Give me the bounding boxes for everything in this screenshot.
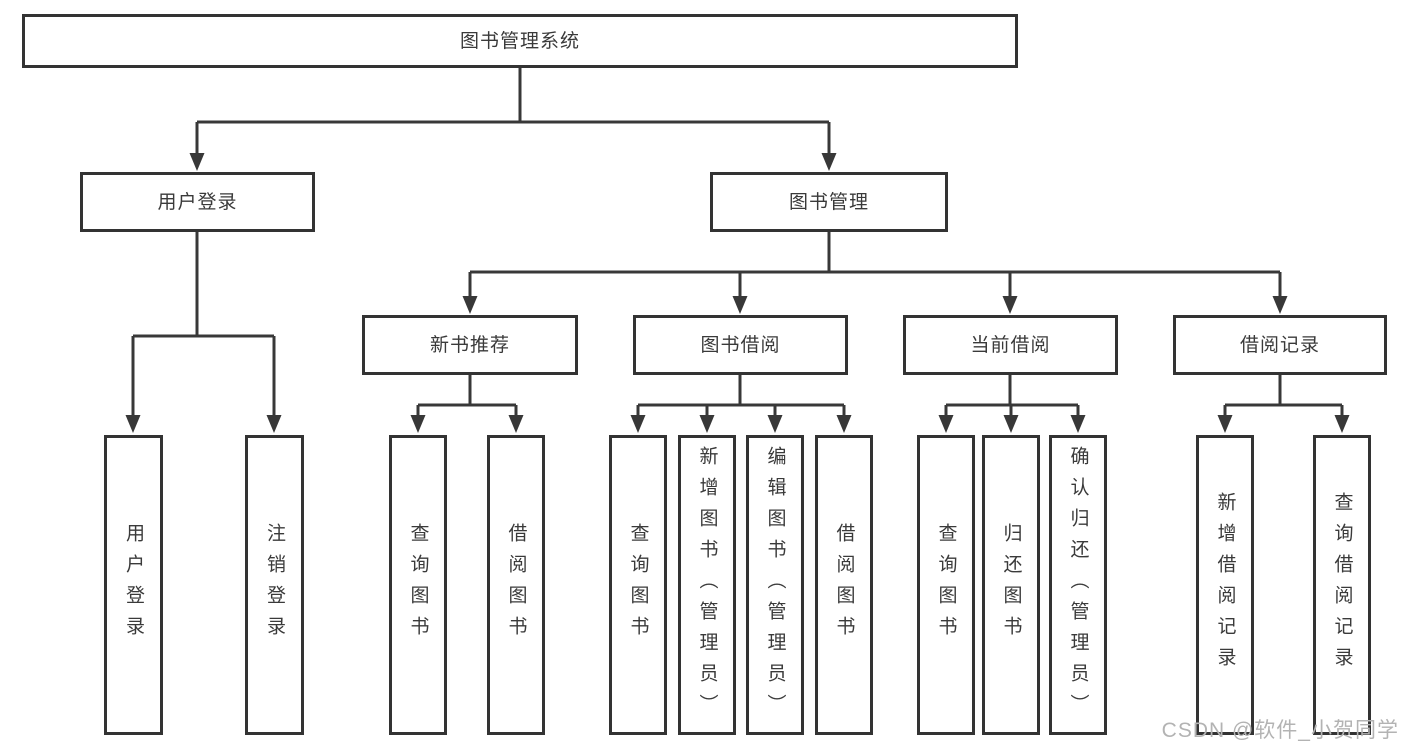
leaf-confirm-return-admin: 确认归还（管理员）: [1049, 435, 1107, 735]
node-library-management-system: 图书管理系统: [22, 14, 1018, 68]
leaf-logout: 注销登录: [245, 435, 304, 735]
node-label: 确认归还（管理员）: [1067, 445, 1089, 725]
node-book-management: 图书管理: [710, 172, 948, 232]
node-book-borrowing: 图书借阅: [633, 315, 848, 375]
node-user-login: 用户登录: [80, 172, 315, 232]
leaf-add-books-admin: 新增图书（管理员）: [678, 435, 736, 735]
node-label: 借阅图书: [505, 523, 527, 647]
leaf-user-login: 用户登录: [104, 435, 163, 735]
leaf-return-books: 归还图书: [982, 435, 1040, 735]
node-label: 当前借阅: [970, 334, 1051, 356]
leaf-query-borrow-record: 查询借阅记录: [1313, 435, 1371, 735]
node-label: 借阅图书: [833, 523, 855, 647]
node-label: 借阅记录: [1239, 334, 1320, 356]
node-label: 图书管理: [788, 191, 869, 213]
node-current-borrowing: 当前借阅: [903, 315, 1118, 375]
node-label: 新书推荐: [429, 334, 510, 356]
leaf-add-borrow-record: 新增借阅记录: [1196, 435, 1254, 735]
node-new-book-recommendation: 新书推荐: [362, 315, 578, 375]
node-label: 查询图书: [935, 523, 957, 647]
node-label: 图书借阅: [700, 334, 781, 356]
node-label: 查询借阅记录: [1331, 492, 1353, 678]
leaf-query-books-recommend: 查询图书: [389, 435, 447, 735]
node-label: 用户登录: [157, 191, 238, 213]
leaf-query-books-borrow: 查询图书: [609, 435, 667, 735]
node-label: 归还图书: [1000, 523, 1022, 647]
node-label: 注销登录: [264, 523, 285, 647]
node-label: 新增图书（管理员）: [696, 445, 718, 725]
csdn-watermark: CSDN @软件_小贺同学: [1161, 719, 1399, 742]
node-label: 新增借阅记录: [1214, 492, 1236, 678]
node-label: 查询图书: [627, 523, 649, 647]
leaf-borrow-books: 借阅图书: [815, 435, 873, 735]
node-label: 用户登录: [123, 523, 144, 647]
node-label: 查询图书: [407, 523, 429, 647]
leaf-query-books-current: 查询图书: [917, 435, 975, 735]
node-borrowing-records: 借阅记录: [1173, 315, 1387, 375]
leaf-borrow-books-recommend: 借阅图书: [487, 435, 545, 735]
node-label: 图书管理系统: [459, 30, 580, 52]
node-label: 编辑图书（管理员）: [764, 445, 786, 725]
leaf-edit-books-admin: 编辑图书（管理员）: [746, 435, 804, 735]
